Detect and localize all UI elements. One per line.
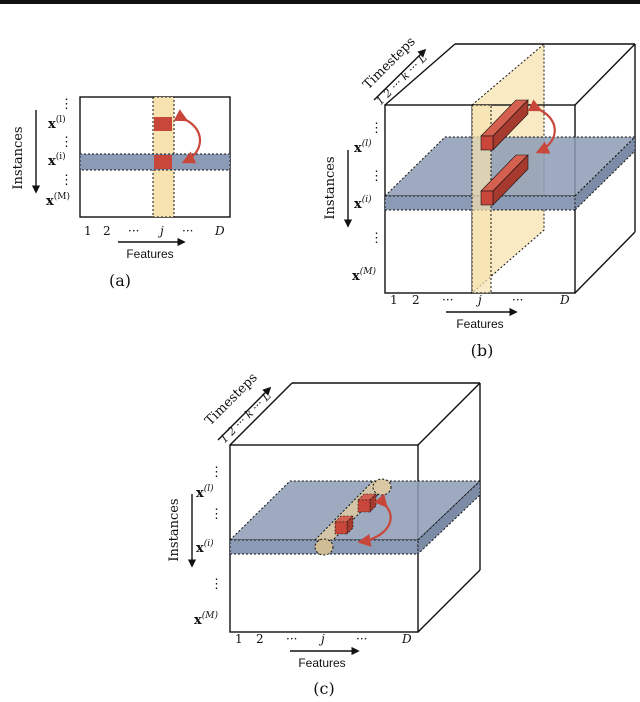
panel-a-cell-i [154, 155, 172, 169]
panel-c-axis-instances: Instances [167, 498, 182, 561]
panel-b-axis-features: Features [456, 317, 503, 331]
panel-b-row-xi: x(i) [354, 194, 372, 212]
panel-b-timesteps-arrow [373, 48, 427, 101]
panel-a-caption: (a) [109, 271, 131, 290]
panel-a-row-dots-mid: ⋮ [60, 135, 73, 150]
panel-a-axis-instances: Instances [11, 126, 26, 189]
panel-c-axis-features: Features [298, 656, 345, 670]
top-rule [0, 0, 640, 4]
panel-c-tick-D: D [401, 632, 412, 646]
panel-b-row-xM: x(M) [352, 266, 376, 284]
panel-c-tick-j: j [318, 632, 325, 646]
panel-a-tick-2: 2 [103, 224, 111, 238]
panel-c-row-x1: x(l) [196, 483, 214, 501]
panel-b-tick-j: j [475, 293, 482, 307]
panel-a-tick-dots-2: ··· [182, 224, 193, 238]
panel-c-row-dots-mid: ⋮ [210, 507, 223, 522]
panel-a-swap-arrow [173, 109, 201, 164]
panel-a-row-x1: x(l) [48, 114, 66, 132]
panel-c-cell-i [334, 515, 354, 535]
panel-b-row-dots-top: ⋮ [370, 121, 383, 136]
panel-c-tick-dots-1: ··· [286, 632, 297, 646]
panel-b-row-dots-mid: ⋮ [370, 169, 383, 184]
panel-c-tick-1: 1 [235, 632, 243, 646]
panel-b-instance-slab-side [574, 135, 636, 212]
panel-c-swap-arrow [357, 493, 392, 547]
panel-a: ⋮ x(l) ⋮ x(i) ⋮ x(M) Instances 1 2 ··· j… [11, 96, 231, 290]
panel-c-row-xi: x(i) [196, 538, 214, 556]
panel-a-tick-j: j [157, 224, 164, 238]
panel-a-row-xi: x(i) [48, 151, 66, 169]
panel-c-row-xM: x(M) [194, 610, 218, 628]
panel-a-row-xM: x(M) [46, 191, 70, 209]
panel-b-caption: (b) [471, 341, 494, 360]
panel-c-row-dots-top: ⋮ [210, 465, 223, 480]
panel-a-tick-dots-1: ··· [128, 224, 139, 238]
panel-b-tick-D: D [559, 293, 570, 307]
panel-b-axis-instances: Instances [323, 156, 338, 219]
panel-a-row-dots-top: ⋮ [60, 97, 73, 112]
panel-c-caption: (c) [313, 679, 334, 698]
panel-b-tick-1: 1 [390, 293, 398, 307]
panel-b-tick-dots-1: ··· [442, 293, 453, 307]
panel-a-row-dots-low: ⋮ [60, 173, 73, 188]
panel-b-bar-i [480, 154, 529, 206]
panel-b-swap-arrow [527, 99, 556, 154]
panel-b: ⋮ x(l) ⋮ x(i) ⋮ x(M) Instances Timesteps… [323, 34, 637, 360]
panel-c: ⋮ x(l) ⋮ x(i) ⋮ x(M) Instances Timesteps… [167, 370, 482, 698]
panel-b-tick-dots-2: ··· [512, 293, 523, 307]
panel-c-tick-2: 2 [256, 632, 264, 646]
panel-c-timesteps-arrow [217, 386, 272, 441]
panel-b-tick-2: 2 [412, 293, 420, 307]
panel-c-instance-slab-side [417, 479, 481, 556]
panel-c-row-dots-low: ⋮ [210, 577, 223, 592]
panel-a-tick-D: D [214, 224, 225, 238]
panel-a-tick-1: 1 [84, 224, 92, 238]
panel-b-row-x1: x(l) [354, 138, 372, 156]
panel-b-row-dots-low: ⋮ [370, 231, 383, 246]
panel-c-tick-dots-2: ··· [356, 632, 367, 646]
panel-a-cell-l [154, 117, 172, 131]
panel-a-axis-features: Features [126, 247, 173, 261]
